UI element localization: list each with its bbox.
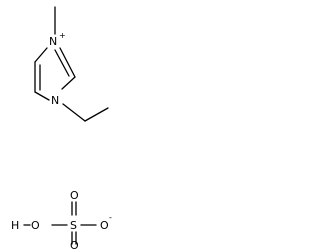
bond-c2-n1	[61, 76, 76, 90]
atom-n-ethyl: N	[51, 94, 59, 107]
atom-o-anionic: O	[100, 219, 109, 232]
atom-o-bottom: O	[70, 239, 79, 249]
bond-nplus-c5	[34, 47, 48, 63]
atom-h: H	[11, 219, 19, 232]
bond-nplus-c2-double-inner	[54, 49, 70, 77]
bond-nplus-c2-double	[59, 47, 76, 78]
chemical-structure: N + N H O S O O O -	[11, 6, 112, 249]
charge-plus: +	[59, 31, 66, 40]
atom-n-methyl: N	[49, 35, 57, 48]
atom-o-top: O	[70, 189, 79, 202]
bond-n1-ch2	[62, 103, 86, 122]
atom-s: S	[70, 219, 77, 232]
hydrogen-sulfate-anion: H O S O O O -	[11, 189, 112, 249]
atom-o-hydroxyl: O	[31, 219, 40, 232]
imidazolium-cation: N + N	[34, 6, 109, 122]
charge-minus: -	[109, 213, 112, 222]
bond-c4-n1	[34, 91, 50, 101]
bond-ch2-ch3	[84, 107, 109, 122]
